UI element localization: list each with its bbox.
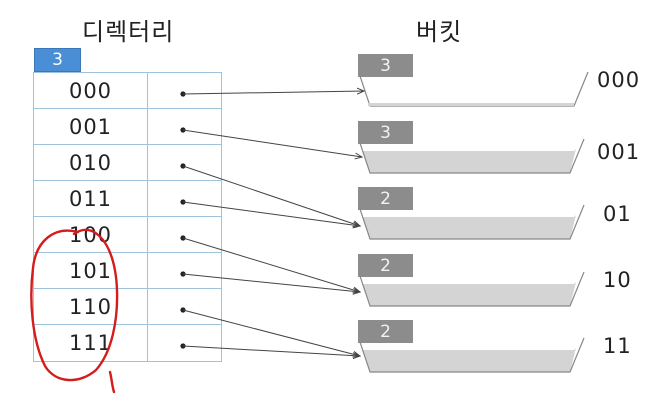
bucket-local-depth: 2 xyxy=(358,254,413,277)
directory-row: 110 xyxy=(34,289,221,325)
directory-title: 디렉터리 xyxy=(82,18,175,46)
pointer-arrow xyxy=(182,91,364,94)
directory-key: 010 xyxy=(34,145,148,180)
bucket: 2 xyxy=(358,320,590,376)
bucket-shape xyxy=(359,204,585,240)
bucket-local-depth: 3 xyxy=(358,54,413,77)
pointer-arrow xyxy=(182,165,360,226)
buckets-title: 버킷 xyxy=(416,18,463,46)
directory-key: 000 xyxy=(34,73,148,108)
directory-row: 011 xyxy=(34,181,221,217)
bucket-local-depth: 3 xyxy=(358,121,413,144)
directory-row: 001 xyxy=(34,109,221,145)
directory-row: 000 xyxy=(34,73,221,109)
bucket-shape xyxy=(359,271,585,307)
bucket-label: 10 xyxy=(603,268,632,292)
bucket: 2 xyxy=(358,187,590,243)
bucket-shape xyxy=(359,337,585,373)
bucket-shape xyxy=(359,138,585,174)
pointer-arrow xyxy=(182,129,362,157)
bucket-local-depth: 2 xyxy=(358,187,413,210)
pointer-arrow xyxy=(182,345,360,356)
directory-key: 111 xyxy=(34,325,148,361)
bucket-label: 000 xyxy=(597,68,641,92)
pointer-arrows xyxy=(180,91,364,356)
directory-row: 010 xyxy=(34,145,221,181)
directory-key: 110 xyxy=(34,289,148,324)
pointer-arrow xyxy=(182,201,360,226)
global-depth-badge: 3 xyxy=(34,48,81,72)
directory-row: 101 xyxy=(34,253,221,289)
directory-key: 011 xyxy=(34,181,148,216)
bucket-label: 001 xyxy=(597,140,641,164)
bucket-label: 11 xyxy=(603,334,632,358)
directory-table: 000 001 010 011 100 101 110 111 xyxy=(33,72,222,362)
pointer-arrow xyxy=(182,309,360,356)
directory-key: 101 xyxy=(34,253,148,288)
bucket-label: 01 xyxy=(603,202,632,226)
directory-row: 111 xyxy=(34,325,221,361)
bucket: 3 xyxy=(358,121,590,177)
directory-key: 001 xyxy=(34,109,148,144)
bucket: 2 xyxy=(358,254,590,310)
pointer-arrow xyxy=(182,273,360,292)
bucket-local-depth: 2 xyxy=(358,320,413,343)
pointer-arrow xyxy=(182,237,360,292)
red-annotation-circle xyxy=(30,228,119,394)
